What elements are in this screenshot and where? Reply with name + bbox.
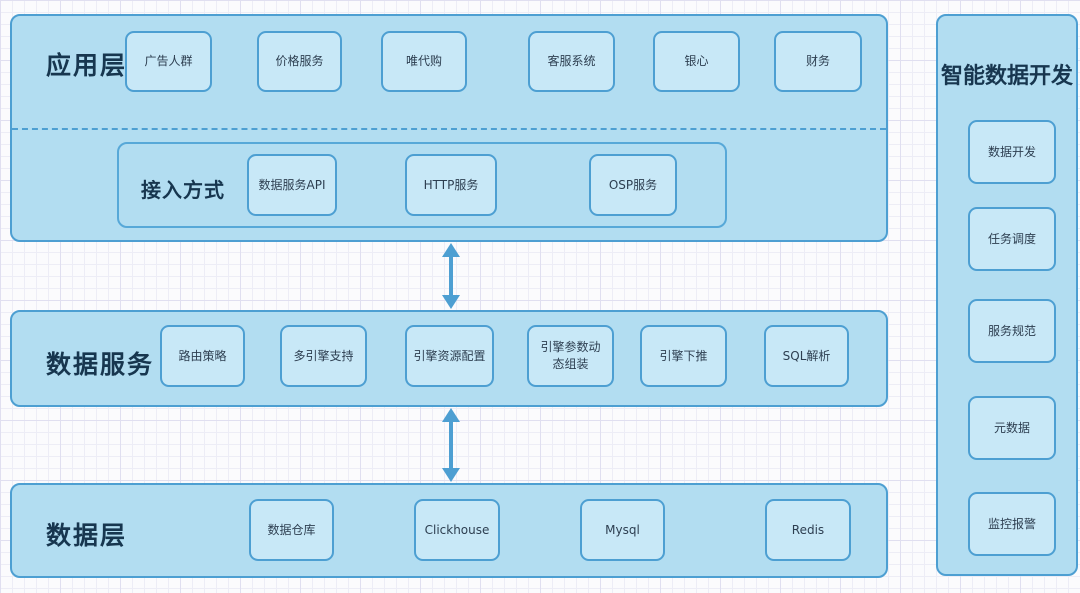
intelligent-data-dev-panel: 智能数据开发 数据开发 任务调度 服务规范 元数据 监控报警 bbox=[936, 14, 1078, 576]
bidirectional-arrow-top bbox=[442, 243, 460, 309]
box-osp-service: OSP服务 bbox=[589, 154, 677, 216]
access-methods-label: 接入方式 bbox=[141, 178, 225, 202]
box-multi-engine: 多引擎支持 bbox=[280, 325, 367, 387]
data-services-panel: 数据服务 路由策略 多引擎支持 引擎资源配置 引擎参数动态组装 引擎下推 SQL… bbox=[10, 310, 888, 407]
box-monitoring-alert: 监控报警 bbox=[968, 492, 1056, 556]
data-layer-panel: 数据层 数据仓库 Clickhouse Mysql Redis bbox=[10, 483, 888, 578]
box-task-scheduling: 任务调度 bbox=[968, 207, 1056, 271]
access-methods-container: 接入方式 数据服务API HTTP服务 OSP服务 bbox=[117, 142, 727, 228]
box-finance: 财务 bbox=[774, 31, 862, 92]
box-service-spec: 服务规范 bbox=[968, 299, 1056, 363]
box-weidaigou: 唯代购 bbox=[381, 31, 467, 92]
box-clickhouse: Clickhouse bbox=[414, 499, 500, 561]
box-engine-param-assembly: 引擎参数动态组装 bbox=[527, 325, 614, 387]
box-data-service-api: 数据服务API bbox=[247, 154, 337, 216]
application-layer-panel: 应用层 广告人群 价格服务 唯代购 客服系统 银心 财务 接入方式 数据服务AP… bbox=[10, 14, 888, 242]
box-yinxin: 银心 bbox=[653, 31, 740, 92]
box-mysql: Mysql bbox=[580, 499, 665, 561]
bidirectional-arrow-bottom bbox=[442, 408, 460, 482]
box-customer-service: 客服系统 bbox=[528, 31, 615, 92]
box-data-warehouse: 数据仓库 bbox=[249, 499, 334, 561]
box-metadata: 元数据 bbox=[968, 396, 1056, 460]
box-redis: Redis bbox=[765, 499, 851, 561]
box-http-service: HTTP服务 bbox=[405, 154, 497, 216]
box-routing-strategy: 路由策略 bbox=[160, 325, 245, 387]
application-layer-label: 应用层 bbox=[46, 51, 128, 80]
intelligent-data-dev-title: 智能数据开发 bbox=[940, 64, 1073, 89]
box-engine-resource-config: 引擎资源配置 bbox=[405, 325, 494, 387]
box-data-development: 数据开发 bbox=[968, 120, 1056, 184]
box-engine-pushdown: 引擎下推 bbox=[640, 325, 727, 387]
data-layer-label: 数据层 bbox=[46, 521, 128, 550]
layer-divider-dashed-line bbox=[12, 128, 886, 130]
box-price-service: 价格服务 bbox=[257, 31, 342, 92]
box-ad-audience: 广告人群 bbox=[125, 31, 212, 92]
box-sql-parsing: SQL解析 bbox=[764, 325, 849, 387]
data-services-label: 数据服务 bbox=[46, 350, 155, 379]
